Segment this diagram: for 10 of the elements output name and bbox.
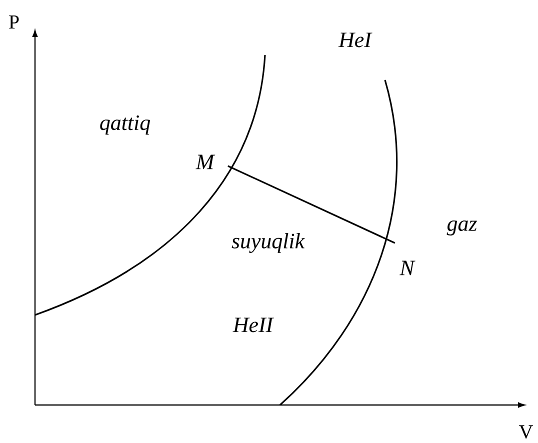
point-label: M — [196, 154, 216, 170]
region-label: HeII — [232, 318, 274, 332]
point-label: N — [400, 260, 416, 276]
region-label: V — [519, 425, 533, 439]
region-label: suyuqlik — [232, 233, 305, 253]
region-label: gaz — [446, 220, 477, 236]
region-label: HeI — [338, 32, 372, 48]
lambda-line — [228, 165, 396, 244]
region-label: P — [9, 15, 19, 29]
region-label: qattiq — [100, 115, 150, 135]
